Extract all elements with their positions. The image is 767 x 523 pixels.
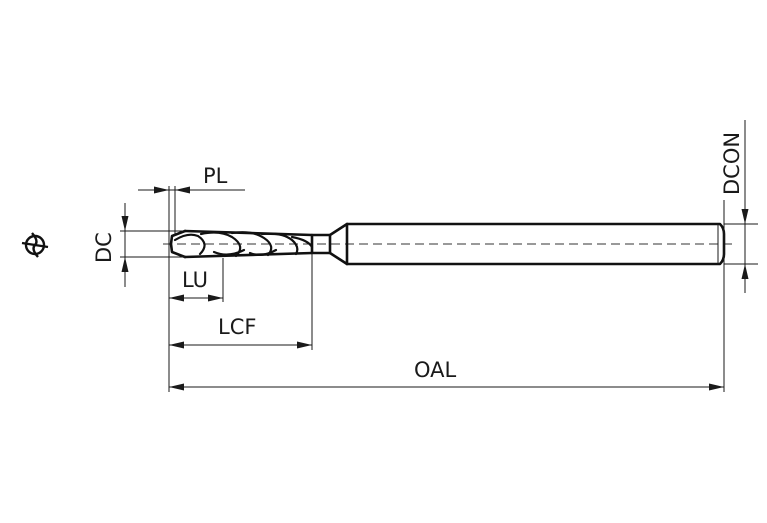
pl-dimension: PL: [138, 164, 245, 194]
lcf-dimension: LCF: [169, 315, 312, 349]
dcon-label: DCON: [720, 132, 744, 195]
flute-helix-2: [199, 231, 242, 258]
flute-helix-1: [173, 233, 206, 256]
pl-label: PL: [203, 164, 228, 188]
extension-lines: [120, 186, 758, 392]
dc-label: DC: [92, 232, 116, 263]
flute-section-bottom: [183, 251, 314, 259]
flute-helix-5: [212, 248, 246, 256]
dc-dimension: DC: [92, 203, 129, 287]
drill-tip: [169, 229, 187, 259]
lu-label: LU: [182, 268, 208, 292]
drill-tip-end-view-icon: [21, 232, 49, 258]
oal-label: OAL: [414, 358, 457, 382]
dcon-dimension: DCON: [720, 120, 749, 293]
lcf-label: LCF: [218, 315, 256, 339]
lu-dimension: LU: [169, 268, 223, 302]
oal-dimension: OAL: [169, 358, 724, 391]
flute-helix-3: [230, 231, 273, 257]
flute-helix-6: [248, 248, 278, 257]
flute-helix-4: [260, 232, 299, 256]
shank-chamfer: [328, 222, 349, 266]
drill-body: [163, 222, 735, 266]
